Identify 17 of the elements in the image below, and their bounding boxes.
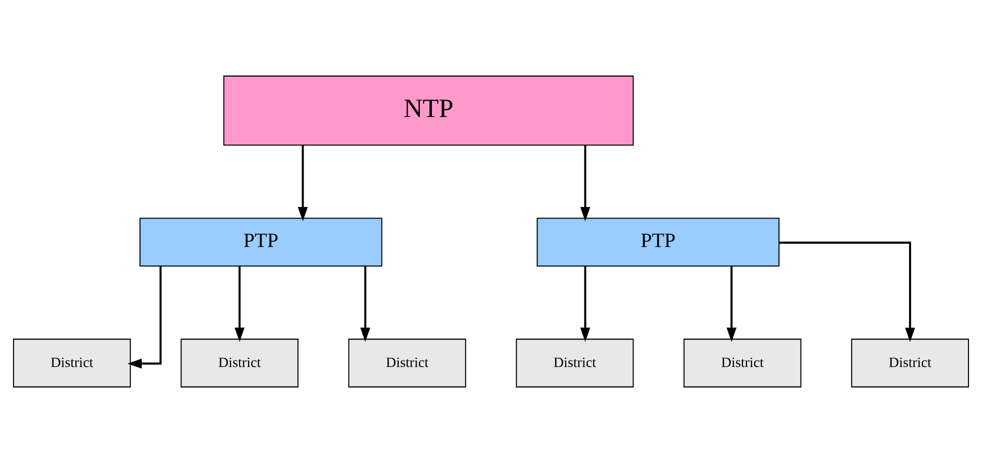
- node-box: District: [348, 338, 466, 388]
- arrow: [726, 266, 736, 342]
- node-box: District: [516, 338, 634, 388]
- node-box: PTP: [536, 218, 780, 267]
- node-box: District: [851, 338, 969, 388]
- arrow: [779, 242, 916, 342]
- node-box: PTP: [140, 218, 382, 267]
- arrow: [360, 266, 370, 342]
- node-box: District: [180, 338, 298, 388]
- arrow: [127, 266, 162, 369]
- node-box: District: [684, 338, 802, 388]
- arrow: [234, 266, 245, 342]
- node-box: District: [13, 338, 131, 388]
- arrow: [298, 145, 308, 222]
- arrow: [580, 145, 590, 222]
- node-box: NTP: [223, 76, 634, 146]
- arrow: [580, 266, 590, 342]
